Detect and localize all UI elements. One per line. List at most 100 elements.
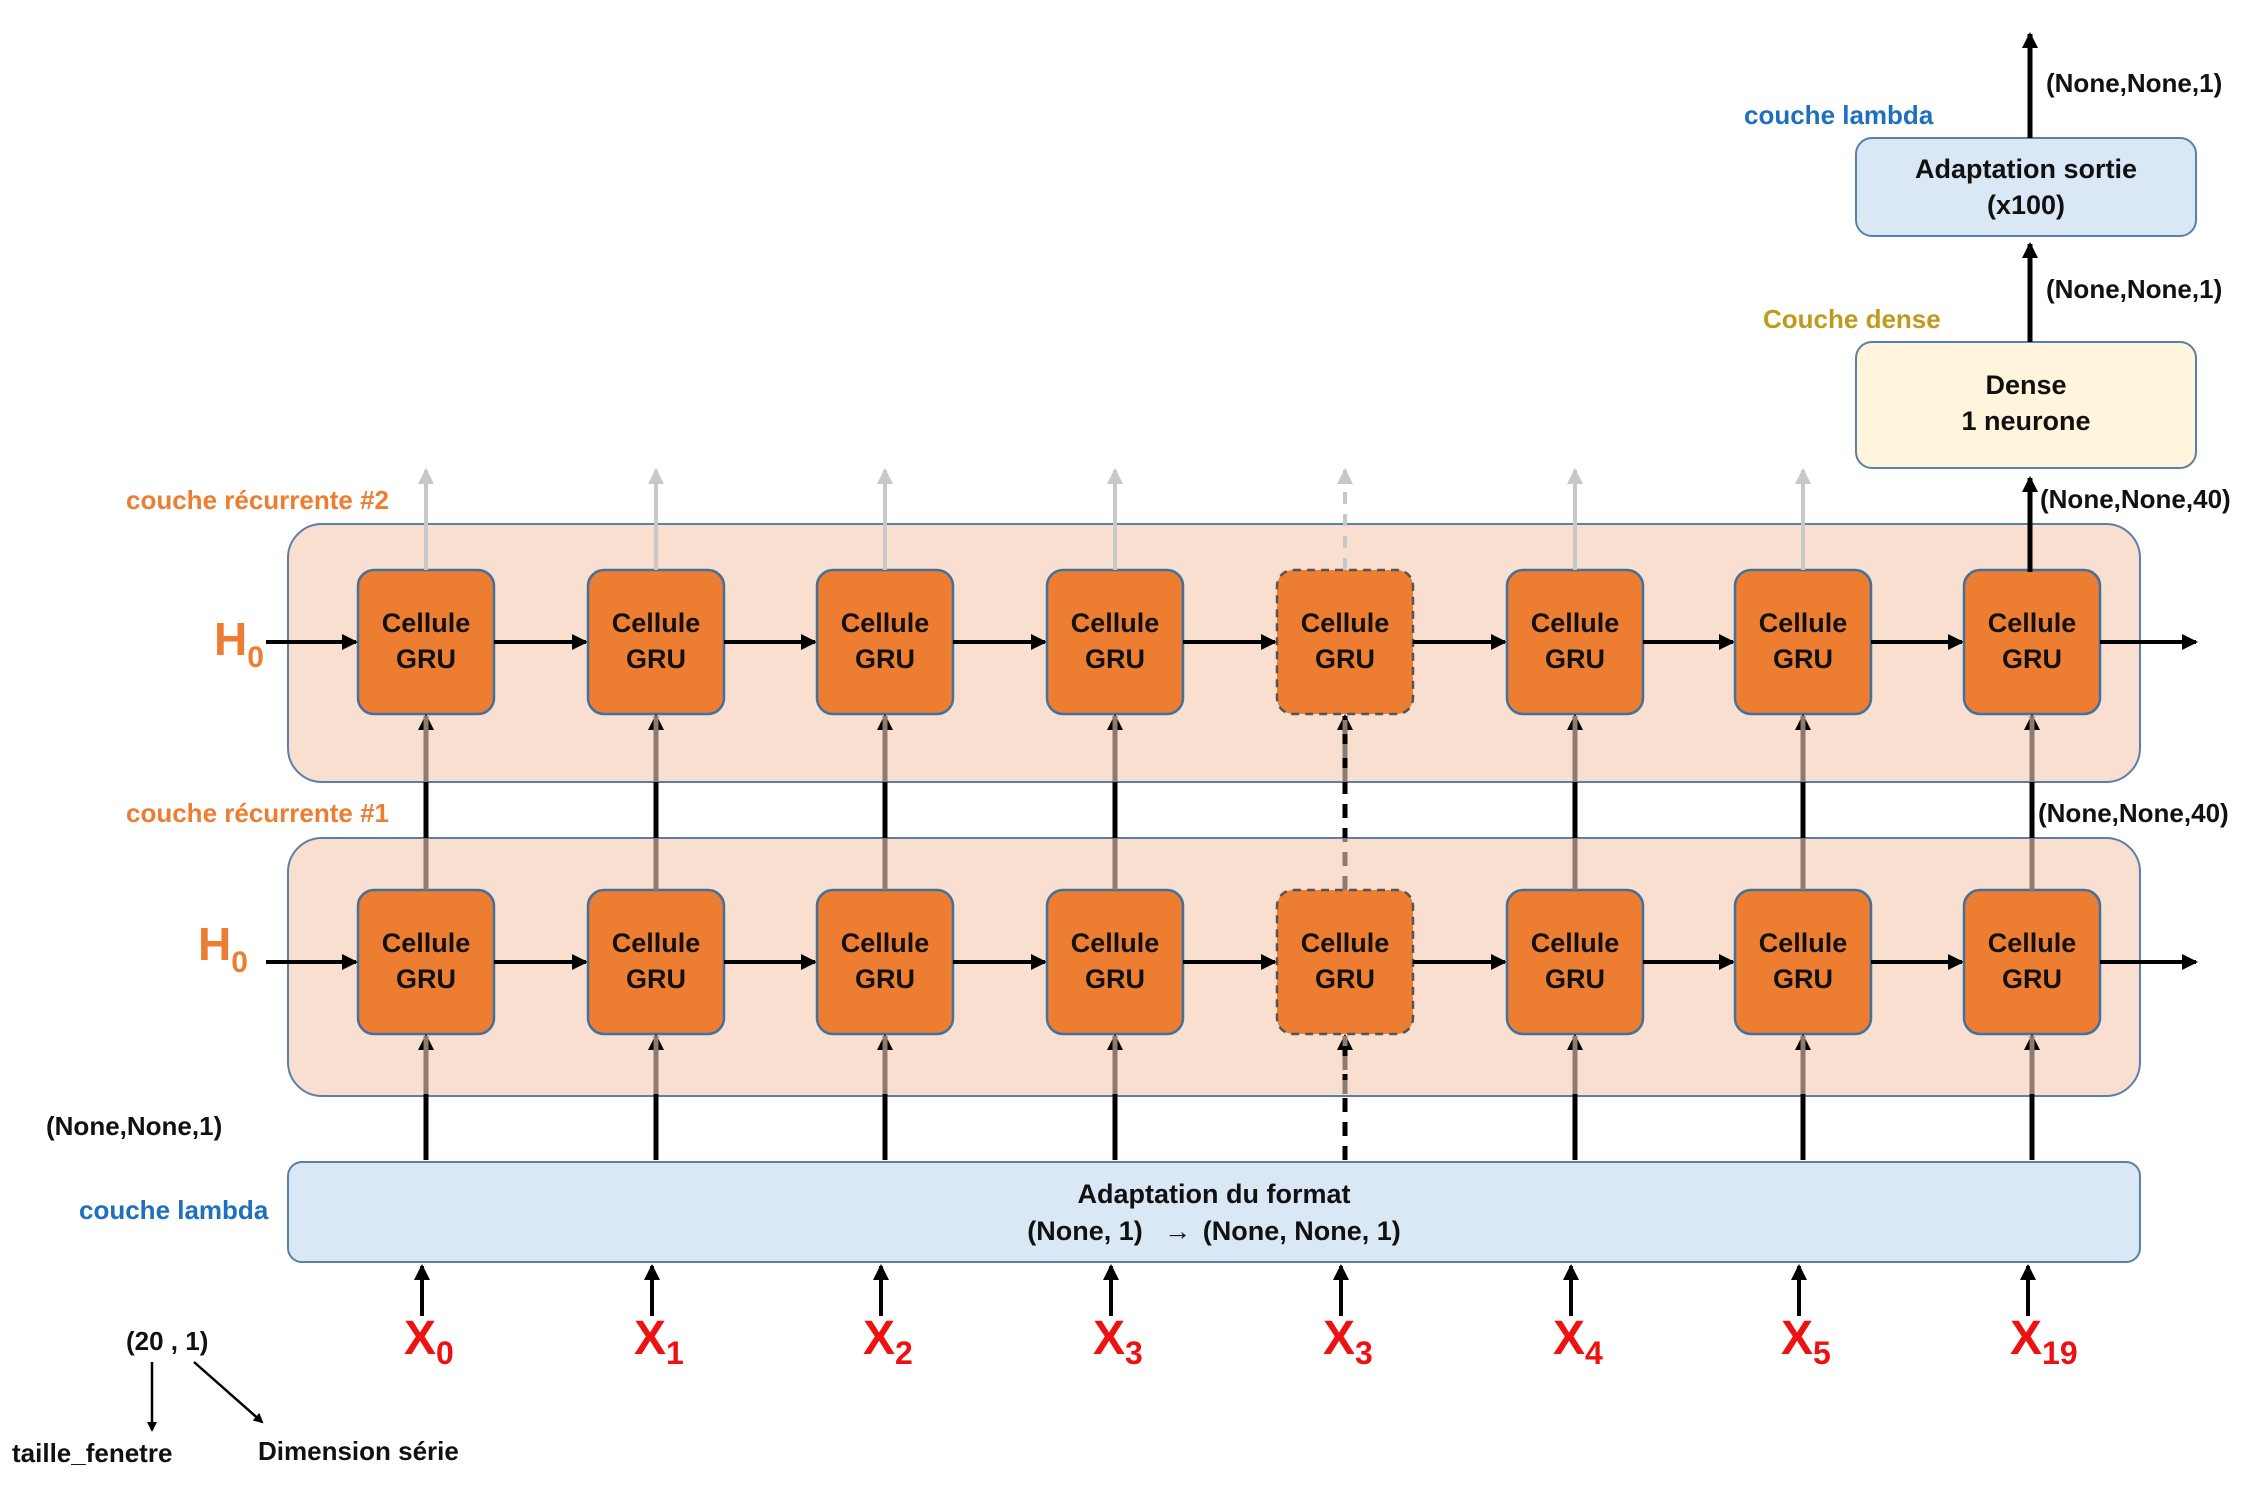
dense-layer-label: Couche dense — [1763, 304, 1941, 334]
layer1-gru-cell-type: GRU — [626, 964, 686, 994]
input-label-sub: 19 — [2042, 1335, 2078, 1371]
layer2-gru-cell — [1275, 568, 1415, 716]
layer1-gru-cell-label: Cellule — [1531, 928, 1620, 958]
lambda-output-shape-label: (None,None,1) — [46, 1111, 222, 1141]
input-label-base: X — [1781, 1312, 1813, 1365]
input-label-sub: 4 — [1585, 1335, 1603, 1371]
generated-diagram-elements: CelluleGRUCelluleGRUCelluleGRUCelluleGRU… — [266, 468, 2198, 1371]
input-label: X5 — [1781, 1312, 1831, 1371]
layer1-gru-cell-label: Cellule — [1071, 928, 1160, 958]
input-label-base: X — [2010, 1312, 2042, 1365]
layer2-gru-cell-type: GRU — [626, 644, 686, 674]
layer2-gru-cell — [1733, 568, 1873, 716]
recurrent-layer-1-panel — [287, 837, 2141, 1097]
layer2-gru-cell-label: Cellule — [612, 608, 701, 638]
layer1-gru-cell — [1275, 888, 1415, 1036]
layer1-gru-cell — [586, 888, 726, 1036]
input-label-base: X — [863, 1312, 895, 1365]
layer2-gru-cell-type: GRU — [1085, 644, 1145, 674]
series-dimension-arrow — [193, 1361, 264, 1424]
input-adaptation-shapes: (None, 1) → (None, None, 1) — [1027, 1216, 1401, 1246]
dense-title: Dense — [1985, 370, 2066, 400]
input-label: X1 — [634, 1312, 684, 1371]
input-label-sub: 5 — [1813, 1335, 1831, 1371]
input-label-base: X — [1093, 1312, 1125, 1365]
dense-box — [1855, 341, 2197, 469]
layer2-gru-cell-label: Cellule — [1071, 608, 1160, 638]
layer2-gru-cell-type: GRU — [2002, 644, 2062, 674]
hidden-state-2-base: H — [214, 613, 247, 665]
rnn2-output-shape-label: (None,None,40) — [2040, 484, 2231, 514]
layer2-gru-cell-label: Cellule — [841, 608, 930, 638]
input-adaptation-title: Adaptation du format — [1078, 1179, 1351, 1209]
input-label-sub: 3 — [1125, 1335, 1143, 1371]
input-label: X0 — [404, 1312, 454, 1371]
input-label: X4 — [1553, 1312, 1603, 1371]
window-size-label: taille_fenetre — [12, 1438, 172, 1468]
input-label-base: X — [404, 1312, 436, 1365]
input-label-sub: 0 — [436, 1335, 454, 1371]
output-adaptation-scale: (x100) — [1987, 190, 2065, 220]
input-window-shape-label: (20 , 1) — [126, 1326, 208, 1356]
input-label: X3 — [1323, 1312, 1373, 1371]
layer1-gru-cell — [1505, 888, 1645, 1036]
layer2-gru-cell-label: Cellule — [1988, 608, 2077, 638]
input-label-base: X — [634, 1312, 666, 1365]
rnn1-output-shape-label: (None,None,40) — [2038, 798, 2229, 828]
recurrent-layer-2-label: couche récurrente #2 — [126, 485, 389, 515]
layer2-gru-cell — [356, 568, 496, 716]
layer1-gru-cell-type: GRU — [1085, 964, 1145, 994]
input-shape-before: (None, 1) — [1027, 1216, 1143, 1246]
layer2-gru-cell-label: Cellule — [1759, 608, 1848, 638]
hidden-state-2-sub: 0 — [247, 641, 264, 674]
layer1-gru-cell-type: GRU — [1545, 964, 1605, 994]
layer1-gru-cell — [1962, 888, 2102, 1036]
layer2-gru-cell — [815, 568, 955, 716]
layer2-gru-cell-label: Cellule — [1531, 608, 1620, 638]
input-label-sub: 3 — [1355, 1335, 1373, 1371]
input-label: X2 — [863, 1312, 913, 1371]
output-adaptation-title: Adaptation sortie — [1915, 154, 2137, 184]
layer1-gru-cell-type: GRU — [1315, 964, 1375, 994]
layer2-gru-cell — [1962, 568, 2102, 716]
output-lambda-layer-label: couche lambda — [1744, 100, 1934, 130]
layer1-gru-cell-type: GRU — [855, 964, 915, 994]
output-adaptation-box — [1855, 137, 2197, 237]
recurrent-layer-2-panel — [287, 523, 2141, 783]
input-shape-after: (None, None, 1) — [1203, 1216, 1401, 1246]
hidden-state-1-base: H — [198, 918, 231, 970]
input-label-base: X — [1323, 1312, 1355, 1365]
layer2-gru-cell-type: GRU — [396, 644, 456, 674]
layer1-gru-cell — [1733, 888, 1873, 1036]
layer2-gru-cell-type: GRU — [1315, 644, 1375, 674]
hidden-state-layer-2: H0 — [214, 613, 264, 674]
layer2-gru-cell-label: Cellule — [1301, 608, 1390, 638]
input-adaptation-box — [287, 1161, 2141, 1263]
layer1-gru-cell-label: Cellule — [612, 928, 701, 958]
input-label: X3 — [1093, 1312, 1143, 1371]
hidden-state-layer-1: H0 — [198, 918, 248, 979]
layer1-gru-cell-type: GRU — [2002, 964, 2062, 994]
layer1-gru-cell-label: Cellule — [1759, 928, 1848, 958]
input-label-base: X — [1553, 1312, 1585, 1365]
layer1-gru-cell-label: Cellule — [1988, 928, 2077, 958]
layer1-gru-cell — [356, 888, 496, 1036]
layer1-gru-cell-label: Cellule — [1301, 928, 1390, 958]
layer1-gru-cell-type: GRU — [396, 964, 456, 994]
input-label: X19 — [2010, 1312, 2078, 1371]
layer2-gru-cell — [1505, 568, 1645, 716]
layer1-gru-cell-label: Cellule — [841, 928, 930, 958]
output-shape-label: (None,None,1) — [2046, 68, 2222, 98]
transform-arrow: → — [1164, 1216, 1191, 1246]
layer2-gru-cell — [586, 568, 726, 716]
dense-units: 1 neurone — [1961, 406, 2090, 436]
dense-output-shape-label: (None,None,1) — [2046, 274, 2222, 304]
layer1-gru-cell — [815, 888, 955, 1036]
input-lambda-layer-label: couche lambda — [79, 1195, 269, 1225]
layer1-gru-cell — [1045, 888, 1185, 1036]
hidden-state-1-sub: 0 — [231, 946, 248, 979]
series-dimension-label: Dimension série — [258, 1436, 459, 1466]
layer2-gru-cell-type: GRU — [1545, 644, 1605, 674]
layer1-gru-cell-type: GRU — [1773, 964, 1833, 994]
